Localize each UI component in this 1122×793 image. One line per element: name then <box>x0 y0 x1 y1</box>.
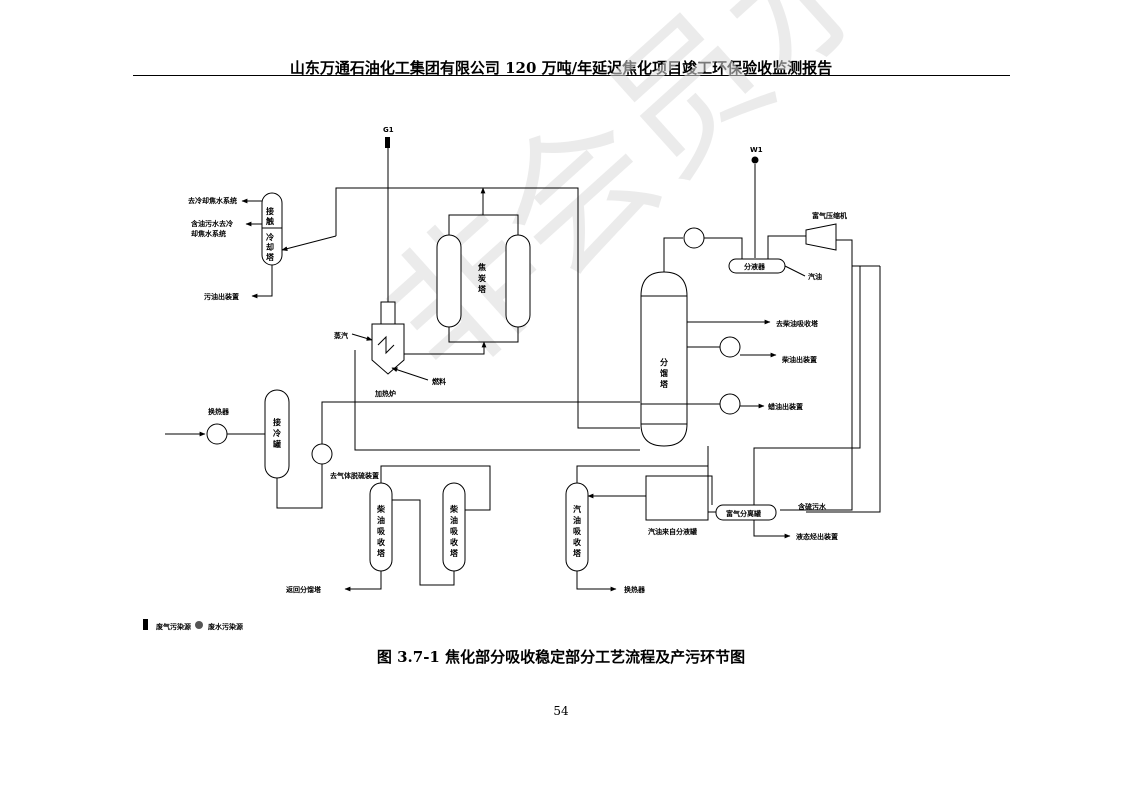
svg-text:焦: 焦 <box>477 262 486 272</box>
svg-text:冷: 冷 <box>273 428 281 438</box>
gasoline-drum: 汽油来自分液罐 <box>645 475 709 536</box>
svg-text:废水污染源: 废水污染源 <box>208 622 243 631</box>
svg-text:油: 油 <box>450 515 458 525</box>
overhead-condenser <box>683 227 705 249</box>
svg-text:吸: 吸 <box>377 527 385 536</box>
label-oily-water-1: 含油污水去冷 <box>191 219 233 228</box>
gas-emission-point-g1: G1 <box>383 126 394 302</box>
svg-text:柴: 柴 <box>449 504 459 514</box>
figure-caption: 图 3.7-1 焦化部分吸收稳定部分工艺流程及产污环节图 <box>376 648 746 666</box>
drop-icon <box>751 156 759 164</box>
svg-text:吸: 吸 <box>573 527 581 536</box>
svg-text:分液器: 分液器 <box>744 262 766 271</box>
diesel-cooler <box>719 336 741 358</box>
label-wax-oil-out: 蜡油出装置 <box>768 402 803 411</box>
svg-text:塔: 塔 <box>377 548 386 558</box>
svg-text:塔: 塔 <box>478 284 487 294</box>
report-header-title: 山东万通石油化工集团有限公司 120 万吨/年延迟焦化项目竣工环保验收监测报告 <box>289 59 833 77</box>
svg-text:油: 油 <box>377 515 385 525</box>
heater: 加热炉 <box>371 301 405 398</box>
svg-text:加热炉: 加热炉 <box>374 389 396 398</box>
chimney-icon <box>385 137 390 148</box>
rich-gas-compressor: 富气压缩机 <box>805 211 847 251</box>
label-oily-water-2: 却焦水系统 <box>191 229 226 238</box>
svg-text:收: 收 <box>377 537 385 547</box>
svg-text:塔: 塔 <box>450 548 459 558</box>
label-to-diesel-absorber: 去柴油吸收塔 <box>776 319 819 328</box>
label-steam: 蒸汽 <box>334 331 348 340</box>
contact-cooler-tower: 接 触 冷 却 塔 <box>261 192 283 266</box>
svg-text:炭: 炭 <box>477 273 486 283</box>
label-heat-exchanger-in: 换热器 <box>208 407 230 416</box>
diesel-absorber-2: 柴 油 吸 收 塔 <box>442 482 466 572</box>
process-flow-diagram: G1 W1 接 触 冷 却 塔 去冷却焦水系统 含油污水去冷 却焦水系统 污油出… <box>143 126 881 631</box>
svg-text:分: 分 <box>660 357 668 367</box>
wax-oil-cooler <box>719 393 741 415</box>
label-sour-water: 含硫污水 <box>798 502 827 511</box>
svg-text:富气分离罐: 富气分离罐 <box>726 509 761 518</box>
page-number: 54 <box>553 704 569 718</box>
label-heat-exchanger-out: 换热器 <box>624 585 646 594</box>
water-emission-point-w1: W1 <box>750 146 763 258</box>
svg-text:接: 接 <box>273 417 281 427</box>
feed-heat-exchanger <box>311 443 333 465</box>
water-source-icon <box>195 621 203 629</box>
label-to-desulfurization: 去气体脱硫装置 <box>330 471 379 480</box>
label-diesel-out: 柴油出装置 <box>781 355 817 364</box>
coke-drums: 焦 炭 塔 <box>436 187 531 343</box>
svg-text:塔: 塔 <box>573 548 582 558</box>
svg-text:汽油来自分液罐: 汽油来自分液罐 <box>648 527 697 536</box>
svg-text:废气污染源: 废气污染源 <box>156 622 191 631</box>
inlet-heat-exchanger <box>206 423 228 445</box>
label-gasoline: 汽油 <box>808 272 822 281</box>
quench-drum: 接 冷 罐 <box>264 389 290 479</box>
svg-text:G1: G1 <box>383 126 394 134</box>
svg-text:馏: 馏 <box>660 368 668 378</box>
fractionator: 分 馏 塔 <box>640 271 688 447</box>
label-fuel: 燃料 <box>431 377 446 386</box>
svg-text:W1: W1 <box>750 146 763 154</box>
svg-text:却: 却 <box>266 242 274 252</box>
svg-text:富气压缩机: 富气压缩机 <box>812 211 847 220</box>
svg-text:收: 收 <box>573 537 581 547</box>
svg-text:冷: 冷 <box>266 232 274 242</box>
gasoline-absorber: 汽 油 吸 收 塔 <box>565 482 589 572</box>
svg-text:汽: 汽 <box>573 504 581 514</box>
label-slop-out: 污油出装置 <box>204 292 239 301</box>
header-rule <box>133 75 1010 76</box>
diesel-absorber-1: 柴 油 吸 收 塔 <box>369 482 393 572</box>
label-to-cooling-water: 去冷却焦水系统 <box>188 196 237 205</box>
svg-text:吸: 吸 <box>450 527 458 536</box>
svg-text:油: 油 <box>573 515 581 525</box>
svg-text:触: 触 <box>266 216 274 226</box>
svg-text:塔: 塔 <box>266 252 275 262</box>
gas-source-icon <box>143 619 148 630</box>
svg-text:罐: 罐 <box>272 439 281 449</box>
svg-text:收: 收 <box>450 537 458 547</box>
reflux-drum: 分液器 <box>728 258 786 274</box>
svg-text:柴: 柴 <box>376 504 386 514</box>
svg-text:塔: 塔 <box>660 379 669 389</box>
label-return-fractionator: 返回分馏塔 <box>286 585 322 594</box>
legend: 废气污染源 废水污染源 <box>143 619 243 631</box>
svg-text:接: 接 <box>266 206 274 216</box>
label-lpg-out: 液态烃出装置 <box>796 532 838 541</box>
rich-gas-separator: 富气分离罐 <box>715 504 777 521</box>
